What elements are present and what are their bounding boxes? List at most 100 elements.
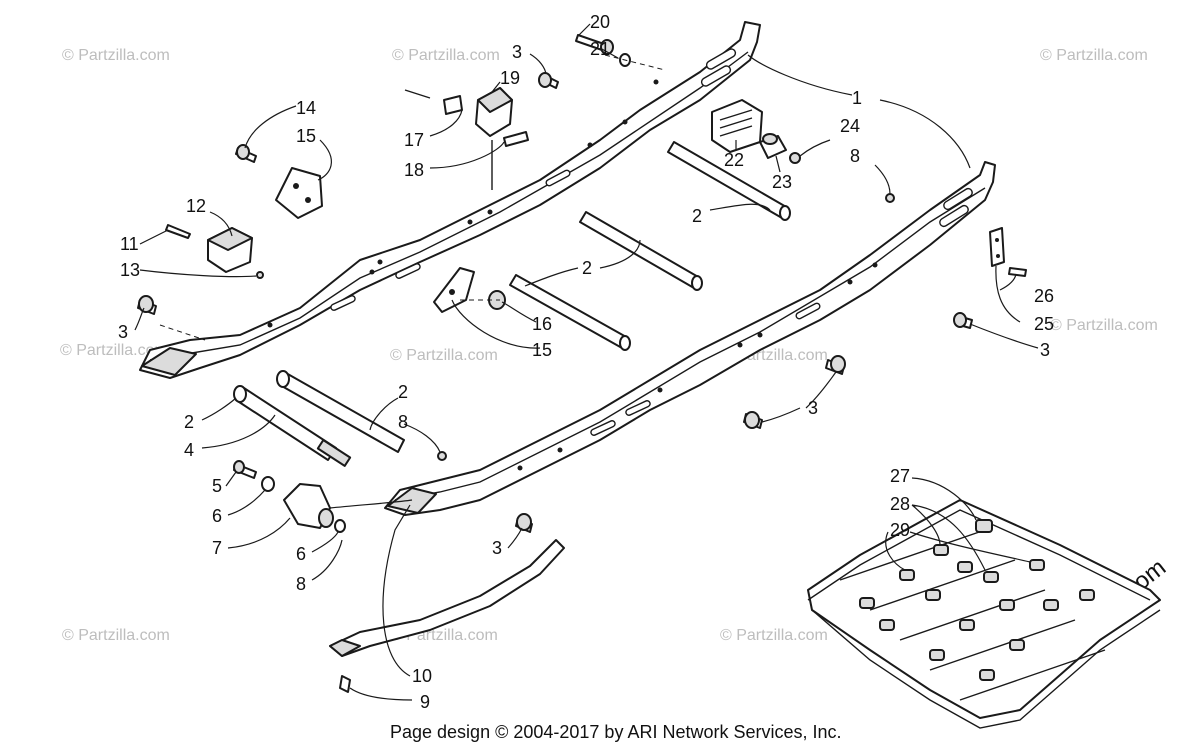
- stud-29: [879, 619, 895, 631]
- callout-4: 4: [184, 440, 194, 460]
- wear-strip-tip: [329, 639, 361, 657]
- callout-8: 8: [850, 146, 860, 166]
- callout-14: 14: [296, 98, 316, 118]
- leader-1b: [879, 99, 971, 169]
- nut-24: [789, 152, 801, 164]
- footer-copyright: Page design © 2004-2017 by ARI Network S…: [390, 722, 842, 742]
- rail-hole: [369, 269, 375, 275]
- watermark: © Partzilla.com: [62, 47, 170, 64]
- rail-hole: [377, 259, 383, 265]
- callout-8: 8: [398, 412, 408, 432]
- shaft-end: [233, 385, 247, 403]
- shaft-sleeve: [316, 439, 352, 467]
- bolt-head: [236, 144, 250, 160]
- leader-28: [911, 504, 986, 571]
- block-22: [711, 99, 763, 153]
- rail-hole: [847, 279, 853, 285]
- rail-hole: [653, 79, 659, 85]
- callout-8: 8: [296, 574, 306, 594]
- bolt-11: [165, 224, 191, 239]
- callout-24: 24: [840, 116, 860, 136]
- callout-3: 3: [512, 42, 522, 62]
- right-rail-edge: [394, 187, 986, 501]
- rail-slot: [395, 263, 421, 279]
- bracket-hole: [449, 289, 455, 295]
- watermark: © Partzilla.com: [720, 627, 828, 644]
- shaft-end: [276, 370, 290, 388]
- track-edge: [807, 509, 1161, 729]
- bracket-hole: [293, 183, 299, 189]
- leader-20: [577, 23, 591, 37]
- leader-2b: [599, 239, 641, 269]
- hardware: [137, 34, 1027, 693]
- leader-8: [874, 164, 891, 195]
- washer-6b: [334, 519, 346, 533]
- nut-8: [885, 193, 895, 203]
- leader-lines: [134, 23, 1039, 701]
- leader-6b: [311, 531, 339, 553]
- leader-2e: [201, 397, 237, 421]
- callout-10: 10: [412, 666, 432, 686]
- rail-hole: [487, 209, 493, 215]
- callout-2: 2: [398, 382, 408, 402]
- rail-slot: [795, 302, 821, 320]
- leader-19: [491, 81, 501, 93]
- callout-9: 9: [420, 692, 430, 712]
- bracket-hole: [996, 254, 1000, 258]
- leader-25-26: [995, 265, 1021, 323]
- rail-hole: [557, 447, 563, 453]
- leader-8b: [403, 423, 441, 453]
- leader-3-lower: [761, 407, 801, 423]
- bolt-head: [830, 355, 846, 373]
- left-rail-edge: [149, 51, 749, 361]
- block-ribs: [719, 109, 753, 137]
- watermark: © Partzilla.com: [60, 342, 168, 359]
- wear-strip-10: [329, 539, 565, 657]
- rail-slot: [545, 169, 571, 187]
- bolt-head: [953, 312, 967, 328]
- shaft-end: [691, 275, 703, 291]
- callout-22: 22: [724, 150, 744, 170]
- callout-2: 2: [692, 206, 702, 226]
- leader-23: [775, 155, 781, 173]
- bolt-head: [744, 411, 760, 429]
- nut-8b: [437, 451, 447, 461]
- stud-28: [933, 544, 949, 556]
- callout-19: 19: [500, 68, 520, 88]
- callout-2: 2: [184, 412, 194, 432]
- leader-17-18: [429, 109, 505, 169]
- bolt-head: [516, 513, 532, 531]
- screw-9: [339, 675, 351, 693]
- left-rail-body: [139, 21, 761, 379]
- cross-shaft-mid: [579, 211, 701, 289]
- stud-28: [957, 561, 973, 573]
- washer-6: [261, 476, 275, 492]
- callout-28: 28: [890, 494, 910, 514]
- leader-3-left: [134, 307, 145, 331]
- watermark: © Partzilla.com: [392, 47, 500, 64]
- bracket-hole: [305, 197, 311, 203]
- rail-hole: [467, 219, 473, 225]
- callout-18: 18: [404, 160, 424, 180]
- callout-29: 29: [890, 520, 910, 540]
- stud-29: [925, 589, 941, 601]
- rail-hole: [657, 387, 663, 393]
- track: [807, 499, 1161, 729]
- stud-29: [1043, 599, 1059, 611]
- stud-29: [859, 597, 875, 609]
- leader-11: [139, 229, 169, 245]
- bracket-hole: [995, 238, 999, 242]
- callout-6: 6: [296, 544, 306, 564]
- leader-29: [885, 531, 1031, 571]
- leader-5: [225, 471, 237, 487]
- callout-16: 16: [532, 314, 552, 334]
- nut-13: [256, 271, 264, 279]
- leader-7: [227, 517, 291, 549]
- callouts: 20 21 3 19 1 24 8 17 18 22 23 14 15 12 2…: [118, 12, 1054, 712]
- pin-17: [443, 95, 463, 115]
- track-belt: [807, 499, 1161, 719]
- block-12-top: [207, 227, 253, 251]
- shaft-end: [779, 205, 791, 221]
- callout-13: 13: [120, 260, 140, 280]
- callout-3: 3: [1040, 340, 1050, 360]
